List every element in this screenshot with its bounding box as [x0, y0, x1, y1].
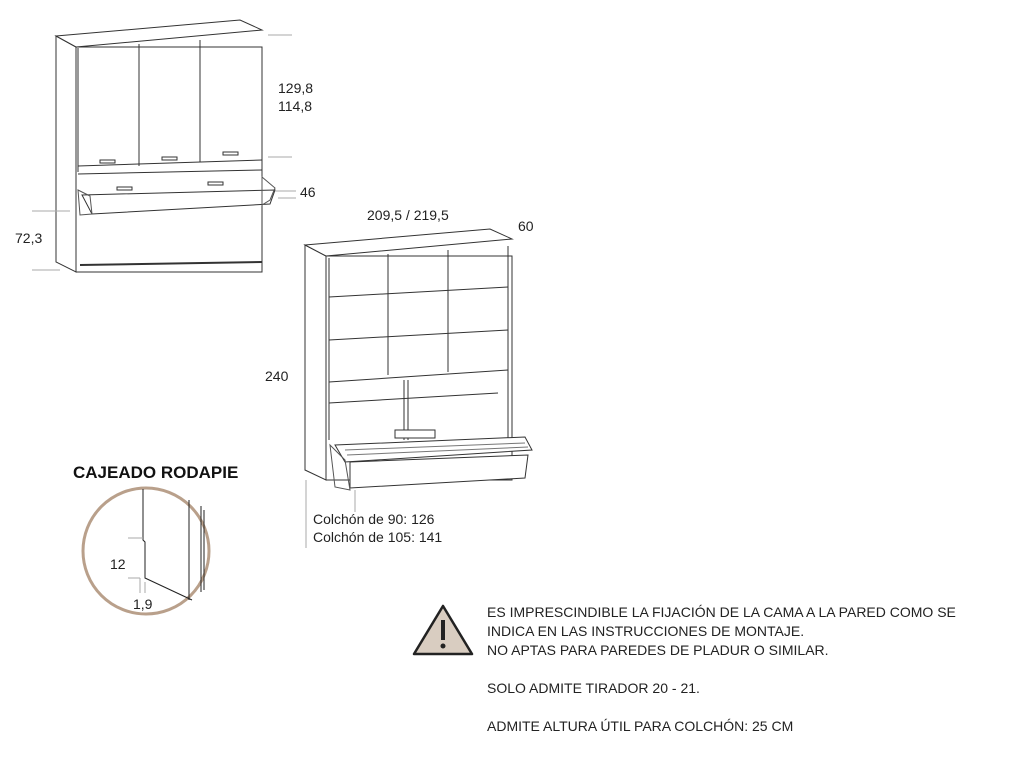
handle-note: SOLO ADMITE TIRADOR 20 - 21. [487, 680, 700, 696]
mattress-height-note: ADMITE ALTURA ÚTIL PARA COLCHÓN: 25 CM [487, 718, 794, 734]
warning-notes: ES IMPRESCINDIBLE LA FIJACIÓN DE LA CAMA… [487, 603, 956, 736]
closed-dimension-lines [32, 34, 296, 271]
dim-width: 209,5 / 219,5 [367, 207, 449, 223]
warning-line: NO APTAS PARA PAREDES DE PLADUR O SIMILA… [487, 642, 829, 658]
closed-cabinet [54, 19, 276, 273]
detail-title: CAJEADO RODAPIE [73, 463, 239, 482]
detail-dim-12: 12 [110, 556, 126, 572]
dim-depth: 60 [518, 218, 534, 234]
dim-114-8: 114,8 [278, 98, 312, 114]
warning-triangle-icon [412, 604, 474, 656]
dim-129-8: 129,8 [278, 80, 314, 96]
dim-46: 46 [300, 184, 316, 200]
open-bed-cabinet [303, 228, 533, 491]
warning-line: INDICA EN LAS INSTRUCCIONES DE MONTAJE. [487, 623, 805, 639]
open-dimension-lines [305, 480, 356, 548]
mattress-90-dim: Colchón de 90: 126 [313, 511, 435, 527]
detail-circle [81, 486, 211, 616]
detail-dim-1-9: 1,9 [133, 596, 153, 612]
dim-72-3: 72,3 [15, 230, 43, 246]
dim-height: 240 [265, 368, 289, 384]
mattress-105-dim: Colchón de 105: 141 [313, 529, 443, 545]
warning-line: ES IMPRESCINDIBLE LA FIJACIÓN DE LA CAMA… [487, 604, 956, 620]
